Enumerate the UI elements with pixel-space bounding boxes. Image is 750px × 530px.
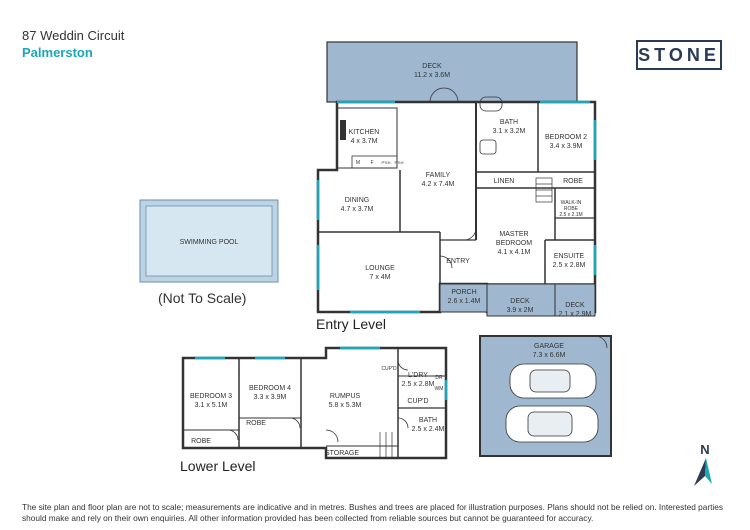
north-arrow-icon <box>694 458 706 486</box>
svg-text:P'SH: P'SH <box>395 160 404 165</box>
entry-room-labels: DECK 11.2 x 3.6M KITCHEN 4 x 3.7M BATH 3… <box>341 63 592 359</box>
svg-text:BEDROOM 4: BEDROOM 4 <box>249 385 291 392</box>
svg-text:BEDROOM 2: BEDROOM 2 <box>545 134 587 141</box>
svg-text:F: F <box>370 160 373 166</box>
svg-text:4.7 x 3.7M: 4.7 x 3.7M <box>341 206 374 213</box>
svg-text:CUP'D: CUP'D <box>407 398 428 405</box>
svg-text:ENSUITE: ENSUITE <box>554 253 585 260</box>
svg-text:ROBE: ROBE <box>563 178 583 185</box>
svg-text:4 x 3.7M: 4 x 3.7M <box>351 138 378 145</box>
property-address: 87 Weddin Circuit <box>22 28 125 43</box>
svg-text:MASTER: MASTER <box>499 231 528 238</box>
disclaimer-text: The site plan and floor plan are not to … <box>22 502 724 523</box>
not-to-scale-note: (Not To Scale) <box>158 290 247 306</box>
lower-level-label: Lower Level <box>180 458 256 474</box>
svg-text:4.2 x 7.4M: 4.2 x 7.4M <box>422 181 455 188</box>
svg-text:LINEN: LINEN <box>494 178 515 185</box>
svg-text:M: M <box>356 160 360 166</box>
svg-text:DR: DR <box>435 375 443 381</box>
svg-text:2.5 x 2.1M: 2.5 x 2.1M <box>559 212 582 218</box>
svg-text:STORAGE: STORAGE <box>325 450 359 457</box>
stone-logo: STONE <box>636 40 722 70</box>
svg-text:3.1 x 5.1M: 3.1 x 5.1M <box>195 402 228 409</box>
svg-text:3.3 x 3.9M: 3.3 x 3.9M <box>254 394 287 401</box>
svg-text:ENTRY: ENTRY <box>446 258 470 265</box>
svg-text:LOUNGE: LOUNGE <box>365 265 395 272</box>
svg-text:7 x 4M: 7 x 4M <box>369 274 390 281</box>
svg-text:7.3 x 6.6M: 7.3 x 6.6M <box>533 352 566 359</box>
svg-text:BATH: BATH <box>419 417 437 424</box>
svg-text:DECK: DECK <box>510 298 530 305</box>
svg-text:KITCHEN: KITCHEN <box>349 129 380 136</box>
svg-text:DECK: DECK <box>422 63 442 70</box>
svg-text:DECK: DECK <box>565 302 585 309</box>
svg-text:ROBE: ROBE <box>191 438 211 445</box>
svg-text:BATH: BATH <box>500 119 518 126</box>
svg-text:3.9 x 2M: 3.9 x 2M <box>507 307 534 314</box>
svg-text:CUP'D: CUP'D <box>381 366 397 372</box>
svg-text:DINING: DINING <box>345 197 370 204</box>
svg-text:5.8 x 5.3M: 5.8 x 5.3M <box>329 402 362 409</box>
north-compass: N <box>686 440 716 495</box>
svg-text:FAMILY: FAMILY <box>426 172 451 179</box>
svg-text:2.5 x 2.4M: 2.5 x 2.4M <box>412 426 445 433</box>
svg-text:PORCH: PORCH <box>451 289 476 296</box>
svg-text:WM: WM <box>435 386 444 392</box>
svg-text:BEDROOM 3: BEDROOM 3 <box>190 393 232 400</box>
svg-text:BEDROOM: BEDROOM <box>496 240 532 247</box>
svg-text:GARAGE: GARAGE <box>534 343 564 350</box>
deck-mid <box>486 283 556 317</box>
lower-room-labels: BEDROOM 3 3.1 x 5.1M BEDROOM 4 3.3 x 3.9… <box>190 366 445 457</box>
svg-text:3.4 x 3.9M: 3.4 x 3.9M <box>550 143 583 150</box>
entry-level-label: Entry Level <box>316 316 387 332</box>
svg-text:2.5 x 2.8M: 2.5 x 2.8M <box>553 262 586 269</box>
svg-text:4.1 x 4.1M: 4.1 x 4.1M <box>498 249 531 256</box>
pool-label: SWIMMING POOL <box>180 239 239 246</box>
property-suburb: Palmerston <box>22 45 93 60</box>
deck-right <box>554 283 596 317</box>
north-label: N <box>700 442 709 457</box>
lower-outline <box>181 346 448 460</box>
svg-text:11.2 x 3.6M: 11.2 x 3.6M <box>414 72 450 79</box>
deck-top <box>326 41 578 103</box>
svg-text:WALK-IN: WALK-IN <box>561 200 582 206</box>
svg-text:RUMPUS: RUMPUS <box>330 393 361 400</box>
svg-text:2.6 x 1.4M: 2.6 x 1.4M <box>448 298 481 305</box>
svg-text:P'SH: P'SH <box>382 160 391 165</box>
svg-text:2.5 x 2.8M: 2.5 x 2.8M <box>402 381 435 388</box>
svg-text:ROBE: ROBE <box>564 206 579 212</box>
svg-text:2.1 x 2.9M: 2.1 x 2.9M <box>559 311 592 318</box>
svg-text:3.1 x 3.2M: 3.1 x 3.2M <box>493 128 526 135</box>
svg-text:ROBE: ROBE <box>246 420 266 427</box>
svg-text:L'DRY: L'DRY <box>408 372 428 379</box>
